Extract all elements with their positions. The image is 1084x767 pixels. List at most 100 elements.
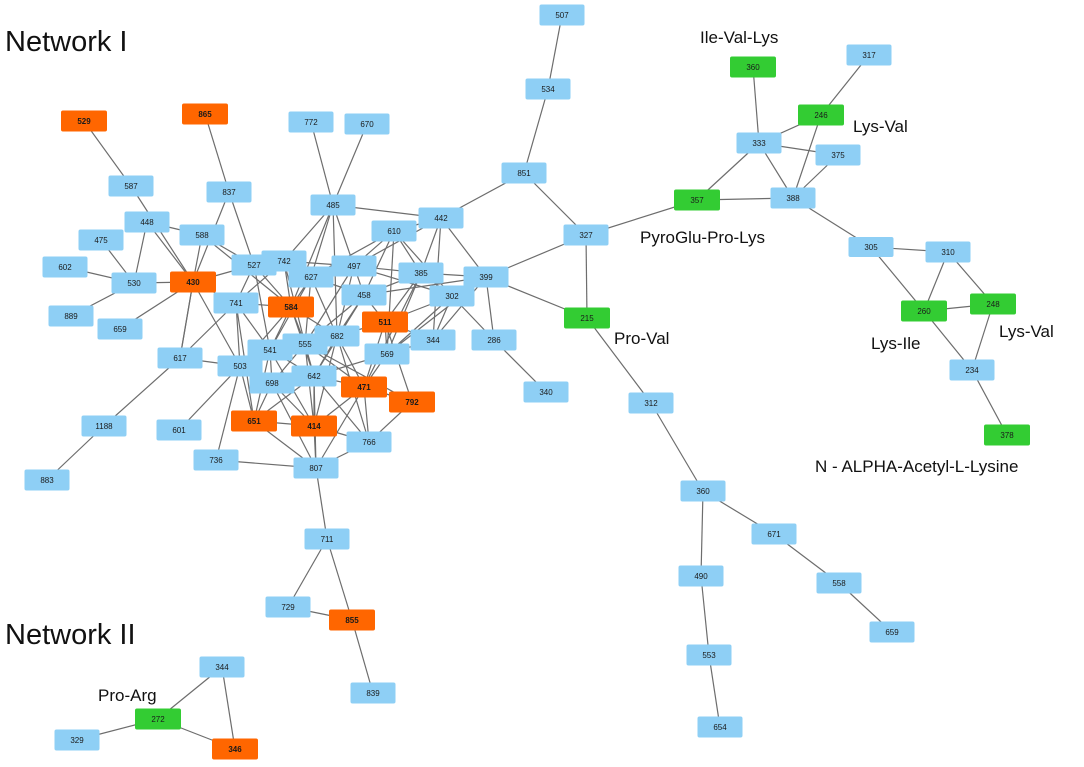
node-box xyxy=(389,391,435,413)
edge-n807-n711 xyxy=(315,467,328,540)
edge-n837-n527 xyxy=(228,191,255,266)
node-label: 851 xyxy=(517,169,531,178)
node-box xyxy=(410,329,456,351)
node-n503: 503 xyxy=(217,355,263,377)
node-label: 360 xyxy=(746,63,760,72)
node-label: 340 xyxy=(539,388,553,397)
node-box xyxy=(848,237,894,257)
node-n766: 766 xyxy=(346,431,392,453)
edge-n215-n312 xyxy=(586,317,652,404)
node-n490: 490 xyxy=(678,565,724,587)
node-n601: 601 xyxy=(156,419,202,441)
node-box xyxy=(213,292,259,314)
edge-n485-n627 xyxy=(310,204,334,278)
node-box xyxy=(48,305,94,327)
node-n792: 792 xyxy=(389,391,435,413)
node-label: 530 xyxy=(127,279,141,288)
node-n458: 458 xyxy=(341,284,387,306)
node-box xyxy=(247,339,293,361)
node-box xyxy=(344,113,390,135)
node-label: 215 xyxy=(580,314,594,323)
node-n530: 530 xyxy=(111,272,157,294)
node-label: 807 xyxy=(309,464,323,473)
node-label: 654 xyxy=(713,723,727,732)
node-box xyxy=(970,293,1016,315)
edge-n485-n584 xyxy=(290,204,334,308)
node-n617: 617 xyxy=(157,347,203,369)
node-label: 642 xyxy=(307,372,321,381)
node-box xyxy=(293,457,339,479)
node-label: 617 xyxy=(173,354,187,363)
node-box xyxy=(925,241,971,263)
edge-n610-n458 xyxy=(363,230,395,296)
node-box xyxy=(310,194,356,216)
node-box xyxy=(42,256,88,278)
edge-n430-n617 xyxy=(179,281,194,359)
node-n555: 555 xyxy=(282,333,328,355)
node-n310: 310 xyxy=(925,241,971,263)
node-n317: 317 xyxy=(846,44,892,66)
node-box xyxy=(182,103,228,125)
node-n485: 485 xyxy=(310,194,356,216)
edge-n327-n215 xyxy=(585,234,588,319)
node-box xyxy=(751,523,797,545)
node-label: 736 xyxy=(209,456,223,465)
node-box xyxy=(846,44,892,66)
node-label: 234 xyxy=(965,366,979,375)
node-n344b: 344 xyxy=(199,656,245,678)
node-n659b: 659 xyxy=(869,621,915,643)
node-label: 670 xyxy=(360,120,374,129)
node-label: 333 xyxy=(752,139,766,148)
node-label: 584 xyxy=(284,303,298,312)
node-n260: 260 xyxy=(901,300,947,322)
node-n511: 511 xyxy=(362,311,408,333)
node-label: 529 xyxy=(77,117,91,126)
node-box xyxy=(798,104,844,126)
node-box xyxy=(212,738,258,760)
node-box xyxy=(628,392,674,414)
node-label: 772 xyxy=(304,118,318,127)
node-label: 430 xyxy=(186,278,200,287)
node-label: 671 xyxy=(767,530,781,539)
edge-n246-n388 xyxy=(792,114,822,199)
node-box xyxy=(288,266,334,288)
node-label: 302 xyxy=(445,292,459,301)
node-box xyxy=(268,296,314,318)
node-box xyxy=(231,410,277,432)
node-label: 312 xyxy=(644,399,658,408)
node-box xyxy=(24,469,70,491)
label-pro-val: Pro-Val xyxy=(614,329,670,348)
node-box xyxy=(523,381,569,403)
node-box xyxy=(329,609,375,631)
network-1-title: Network I xyxy=(5,26,128,58)
node-label: 883 xyxy=(40,476,54,485)
node-label: 286 xyxy=(487,336,501,345)
node-box xyxy=(697,716,743,738)
node-n272: 272 xyxy=(135,708,181,730)
node-label: 357 xyxy=(690,196,704,205)
node-label: 507 xyxy=(555,11,569,20)
node-label: 839 xyxy=(366,689,380,698)
node-n497: 497 xyxy=(331,255,377,277)
node-box xyxy=(291,365,337,387)
node-label: 682 xyxy=(330,332,344,341)
node-n883: 883 xyxy=(24,469,70,491)
edge-n711-n855 xyxy=(326,538,353,621)
node-box xyxy=(217,355,263,377)
node-box xyxy=(471,329,517,351)
node-n671: 671 xyxy=(751,523,797,545)
node-n385: 385 xyxy=(398,262,444,284)
nodes: 5075348513272153123606715586594905536543… xyxy=(24,4,1030,760)
node-label: 541 xyxy=(263,346,277,355)
node-n1188: 1188 xyxy=(81,415,127,437)
node-box xyxy=(949,359,995,381)
node-box xyxy=(736,132,782,154)
node-label: 503 xyxy=(233,362,247,371)
node-n360a: 360 xyxy=(730,56,776,78)
node-n302: 302 xyxy=(429,285,475,307)
node-box xyxy=(984,424,1030,446)
node-box xyxy=(770,187,816,209)
node-label: 553 xyxy=(702,651,716,660)
edge-n248-n234 xyxy=(971,303,994,371)
node-n286: 286 xyxy=(471,329,517,351)
